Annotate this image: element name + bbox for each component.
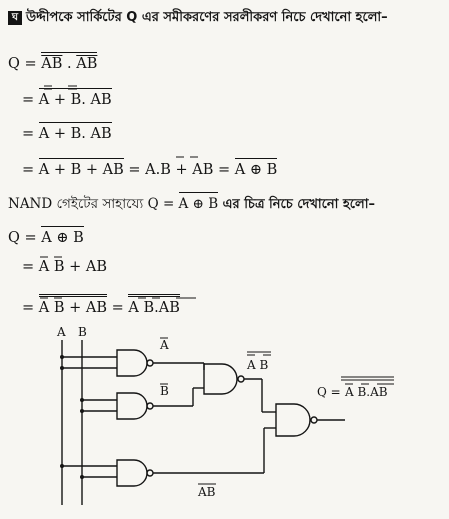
eq-sign: =: [22, 162, 39, 178]
nand-step2-expr: A B + AB: [38, 259, 107, 275]
nand-step3-lhs: A B + AB: [38, 294, 107, 317]
output-expr: A B.AB: [344, 385, 388, 399]
abar-label: A: [159, 338, 169, 352]
step1-expr: AB . AB: [41, 52, 98, 73]
abbar-label: A B: [246, 358, 268, 372]
simplification-step-1: Q = AB . AB: [8, 52, 98, 73]
nand-step3-mid: =: [107, 300, 129, 316]
q-label: Q =: [8, 56, 42, 72]
ab-bar-label: AB: [197, 485, 216, 499]
step4-mid: = A.B + AB =: [123, 162, 235, 178]
eq-sign: =: [22, 126, 39, 142]
header-text: উদ্দীপকে সার্কিটের Q এর সমীকরণের সরলীকরণ…: [26, 10, 388, 25]
step4-lhs: A + B + AB: [38, 158, 124, 179]
input-a-label: A: [56, 325, 66, 339]
output-q-label: Q =: [317, 385, 341, 399]
nand-prefix: NAND গেইটের সাহায্যে Q =: [8, 196, 179, 212]
eq-sign: =: [22, 92, 39, 108]
eq-sign: =: [22, 300, 39, 316]
bbar-label: B: [160, 384, 169, 398]
nand-step-3: = A B + AB = A B.AB: [22, 294, 180, 317]
part-badge: ঘ: [8, 11, 22, 25]
nand-sentence: NAND গেইটের সাহায্যে Q = A ⊕ B এর চিত্র …: [8, 192, 375, 214]
simplification-step-4: = A + B + AB = A.B + AB = A ⊕ B: [22, 158, 278, 179]
step1-term-b: AB: [76, 56, 98, 72]
step3-expr: A + B. AB: [38, 122, 112, 143]
step1-dot: .: [62, 56, 77, 72]
simplification-step-3: = A + B. AB: [22, 122, 112, 143]
nand-suffix: এর চিত্র নিচে দেখানো হলো–: [218, 197, 375, 212]
nand-step3-rhs: A B.AB: [128, 294, 180, 317]
nand-step1-expr: A ⊕ B: [41, 226, 84, 247]
input-b-label: B: [78, 325, 87, 339]
eq-sign: =: [22, 259, 39, 275]
step1-term-a: AB: [41, 56, 63, 72]
nand-step-2: = A B + AB: [22, 258, 107, 276]
q-label: Q =: [8, 230, 42, 246]
question-header: ঘ উদ্দীপকে সার্কিটের Q এর সমীকরণের সরলীকর…: [8, 8, 388, 27]
step4-rhs: A ⊕ B: [234, 158, 278, 179]
nand-step-1: Q = A ⊕ B: [8, 226, 84, 247]
nand-expr: A ⊕ B: [178, 192, 219, 213]
